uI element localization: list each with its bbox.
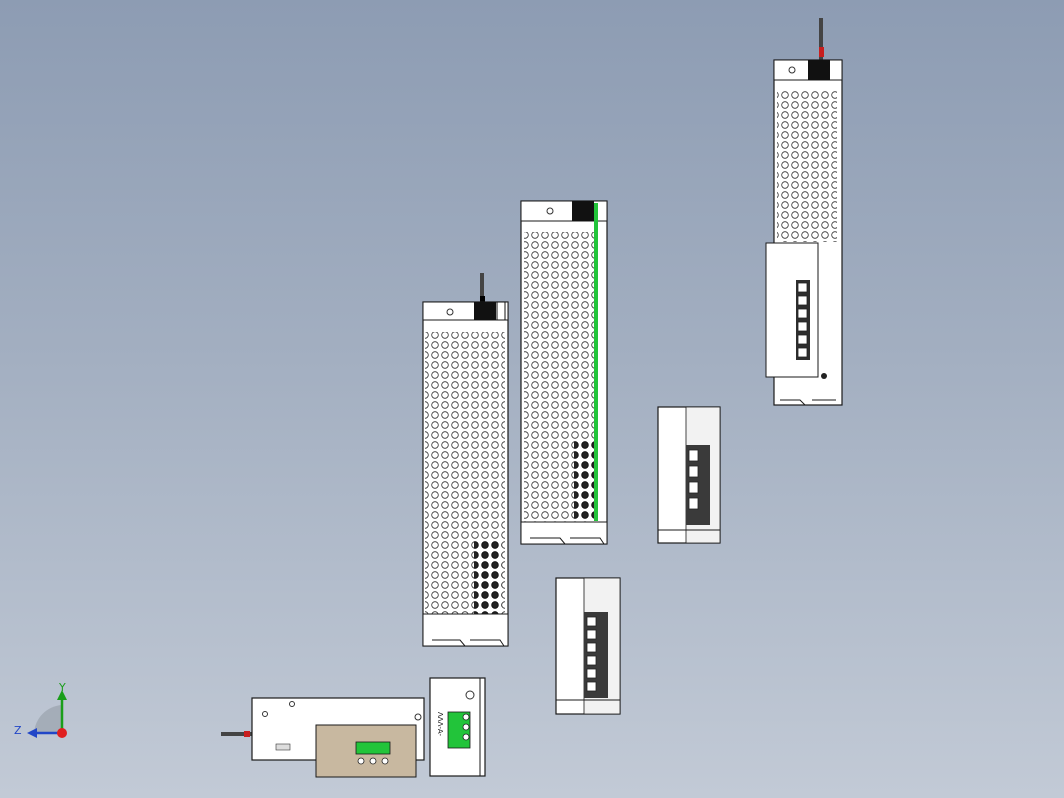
axis-triad: Y Z bbox=[14, 681, 67, 738]
led-indicator-icon bbox=[480, 296, 485, 304]
terminal-end-view-upper[interactable] bbox=[657, 406, 721, 544]
led-indicator-icon bbox=[819, 47, 824, 57]
terminal-end-view-lower[interactable] bbox=[555, 577, 621, 715]
power-supply-side-view[interactable] bbox=[221, 697, 425, 778]
connector-strip-icon bbox=[594, 203, 598, 521]
origin-icon bbox=[57, 728, 67, 738]
power-supply-view-back[interactable] bbox=[765, 18, 843, 406]
power-supply-end-view[interactable]: ΛΛΛ-A- bbox=[429, 677, 486, 777]
side-label: ΛΛΛ-A- bbox=[436, 712, 444, 737]
power-supply-view-front[interactable] bbox=[422, 273, 509, 647]
triad-z-label: Z bbox=[14, 724, 22, 737]
connector-icon bbox=[355, 741, 391, 755]
power-supply-view-mid[interactable] bbox=[520, 200, 608, 545]
led-indicator-icon bbox=[244, 731, 250, 737]
triad-y-label: Y bbox=[58, 681, 66, 694]
